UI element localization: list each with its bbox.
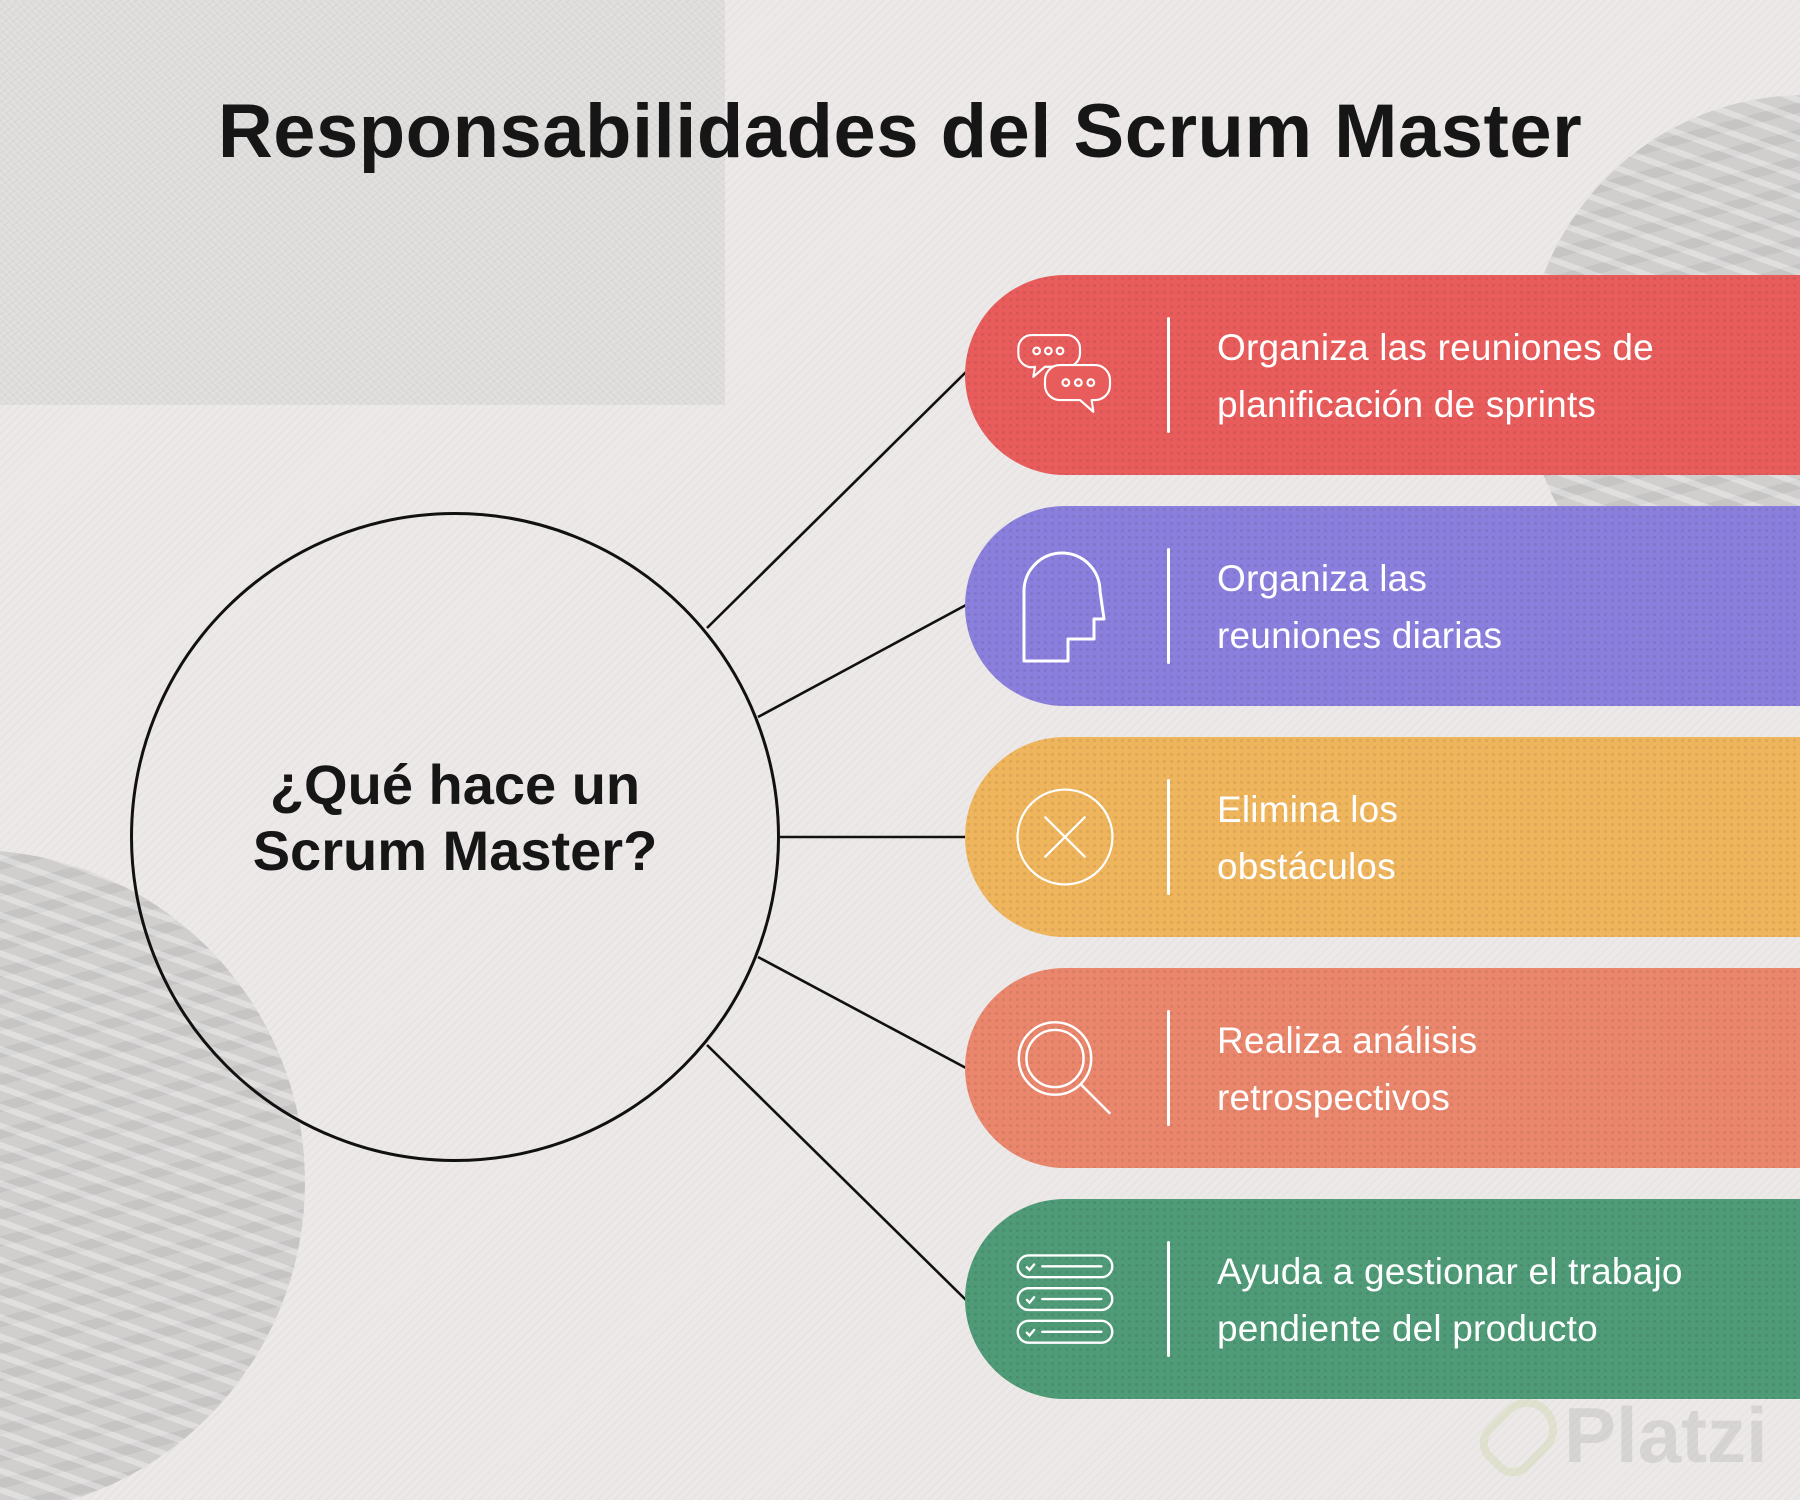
head-profile-icon xyxy=(1015,551,1115,662)
connector-line-1 xyxy=(706,371,967,629)
card-label: Organiza las reuniones diarias xyxy=(1217,550,1502,664)
card-label-line-2: planificación de sprints xyxy=(1217,384,1597,425)
magnifier-icon xyxy=(1015,1018,1115,1118)
card-divider xyxy=(1167,779,1170,895)
center-question-line-1: ¿Qué hace un xyxy=(269,753,641,816)
card-label: Ayuda a gestionar el trabajo pendiente d… xyxy=(1217,1243,1683,1357)
card-divider xyxy=(1167,1010,1170,1126)
responsibility-card-sprint-planning: Organiza las reuniones de planificación … xyxy=(965,275,1800,475)
center-question-line-2: Scrum Master? xyxy=(252,819,658,882)
card-label-line-1: Organiza las xyxy=(1217,558,1428,599)
page-title: Responsabilidades del Scrum Master xyxy=(217,89,1583,174)
connector-line-2 xyxy=(757,603,967,719)
responsibility-card-retrospectives: Realiza análisis retrospectivos xyxy=(965,968,1800,1168)
card-label-line-1: Realiza análisis xyxy=(1217,1020,1478,1061)
card-label-line-2: obstáculos xyxy=(1217,846,1396,887)
card-label-line-1: Elimina los xyxy=(1217,789,1399,830)
x-circle-icon xyxy=(1015,787,1115,887)
watermark-text: Platzi xyxy=(1564,1391,1768,1479)
connector-line-4 xyxy=(757,955,967,1070)
card-label: Organiza las reuniones de planificación … xyxy=(1217,319,1654,433)
platzi-watermark: Platzi xyxy=(1470,1386,1768,1485)
responsibility-card-product-backlog: Ayuda a gestionar el trabajo pendiente d… xyxy=(965,1199,1800,1399)
card-label-line-2: reuniones diarias xyxy=(1217,615,1503,656)
background-texture-block xyxy=(0,0,725,405)
chat-bubbles-icon xyxy=(1015,325,1115,425)
card-divider xyxy=(1167,317,1170,433)
card-label: Realiza análisis retrospectivos xyxy=(1217,1012,1477,1126)
card-label: Elimina los obstáculos xyxy=(1217,781,1398,895)
responsibility-card-remove-obstacles: Elimina los obstáculos xyxy=(965,737,1800,937)
checklist-icon xyxy=(1015,1249,1115,1349)
card-divider xyxy=(1167,548,1170,664)
card-label-line-2: pendiente del producto xyxy=(1217,1308,1598,1349)
card-divider xyxy=(1167,1241,1170,1357)
responsibility-card-daily-meetings: Organiza las reuniones diarias xyxy=(965,506,1800,706)
card-label-line-1: Ayuda a gestionar el trabajo xyxy=(1217,1251,1683,1292)
card-label-line-2: retrospectivos xyxy=(1217,1077,1451,1118)
card-label-line-1: Organiza las reuniones de xyxy=(1217,327,1654,368)
center-question-circle: ¿Qué hace un Scrum Master? xyxy=(130,512,780,1162)
connector-line-5 xyxy=(706,1044,967,1301)
